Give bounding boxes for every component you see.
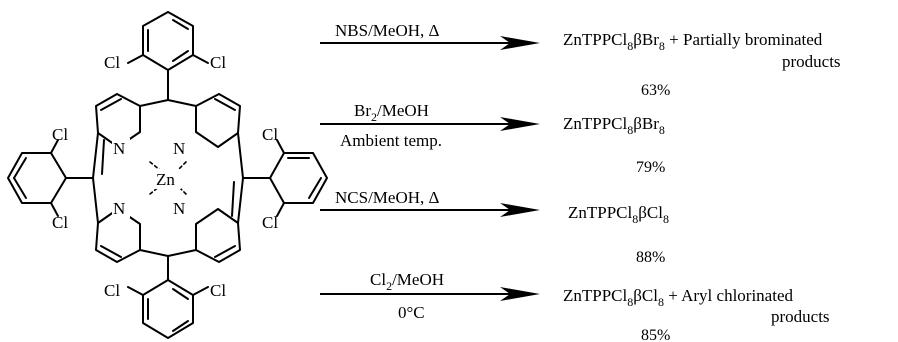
reagent-label: NCS/MeOH, Δ (335, 188, 440, 207)
product-label: ZnTPPCl8βBr8 (563, 114, 665, 137)
yield-label: 79% (636, 159, 665, 176)
reaction-2: Br2/MeOH Ambient temp. ZnTPPCl8βBr8 79% (340, 101, 665, 176)
yield-label: 85% (641, 327, 670, 342)
condition-label: 0°C (398, 303, 425, 322)
top-dichlorophenyl-ring (127, 11, 209, 101)
product-label: ZnTPPCl8βBr8 + Partially brominated (563, 30, 823, 53)
chlorine-label: Cl (210, 281, 226, 300)
condition-label: Ambient temp. (340, 131, 442, 150)
bottom-dichlorophenyl-ring (127, 255, 209, 339)
reaction-4: Cl2/MeOH 0°C ZnTPPCl8βCl8 + Aryl chlorin… (370, 270, 830, 342)
product-label-line2: products (771, 307, 830, 326)
chlorine-label: Cl (104, 53, 120, 72)
product-label: ZnTPPCl8βCl8 + Aryl chlorinated (563, 286, 793, 309)
nitrogen-label: N (113, 199, 125, 218)
reagent-label: NBS/MeOH, Δ (335, 21, 440, 40)
right-dichlorophenyl-ring (242, 139, 328, 217)
zinc-label: Zn (156, 170, 175, 189)
nitrogen-label: N (173, 199, 185, 218)
product-label-line2: products (782, 52, 841, 71)
product-label: ZnTPPCl8βCl8 (568, 203, 669, 226)
chlorine-label: Cl (210, 53, 226, 72)
chlorine-label: Cl (262, 213, 278, 232)
chlorine-label: Cl (104, 281, 120, 300)
left-dichlorophenyl-ring (7, 139, 94, 217)
reaction-3: NCS/MeOH, Δ ZnTPPCl8βCl8 88% (335, 188, 669, 266)
yield-label: 63% (641, 82, 670, 99)
reaction-arrows (320, 36, 540, 301)
chlorine-label: Cl (262, 125, 278, 144)
reagent-label: Cl2/MeOH (370, 270, 444, 293)
porphyrin-macrocycle (92, 93, 244, 263)
yield-label: 88% (636, 249, 665, 266)
atom-labels: N N N N Zn Cl Cl Cl Cl Cl Cl Cl Cl (52, 53, 278, 300)
reagent-label: Br2/MeOH (354, 101, 429, 124)
porphyrin-structure (7, 11, 328, 339)
chlorine-label: Cl (52, 213, 68, 232)
reaction-1: NBS/MeOH, Δ ZnTPPCl8βBr8 + Partially bro… (335, 21, 841, 99)
nitrogen-label: N (113, 139, 125, 158)
nitrogen-label: N (173, 139, 185, 158)
chlorine-label: Cl (52, 125, 68, 144)
